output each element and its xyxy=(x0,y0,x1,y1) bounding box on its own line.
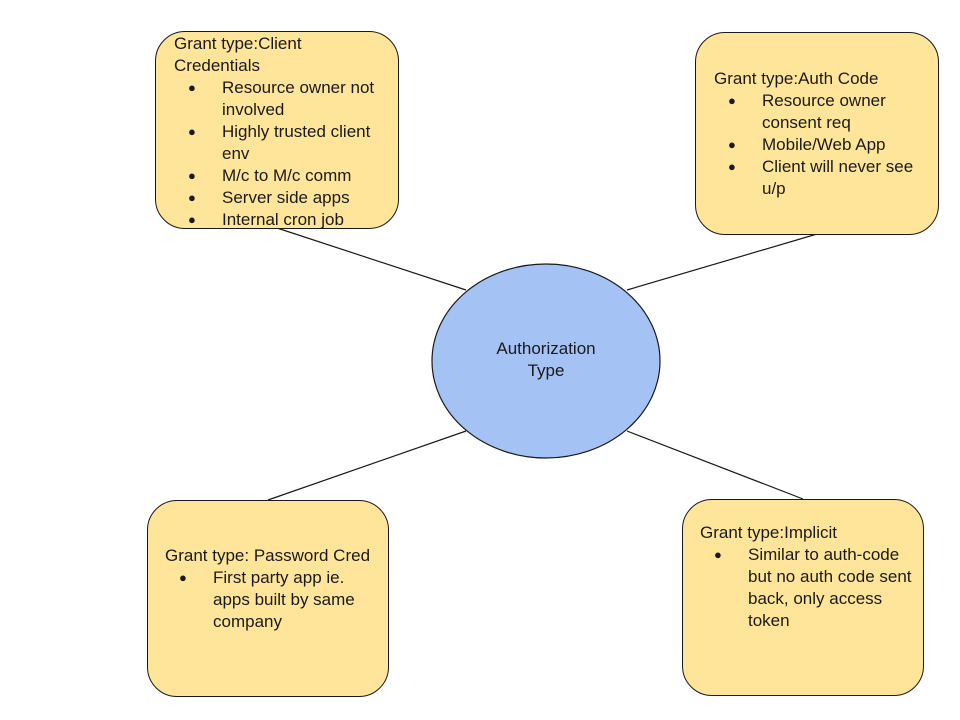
bullet-list: First party app ie. apps built by same c… xyxy=(165,567,378,633)
center-label-line-1: Authorization xyxy=(496,339,596,358)
grant-type-auth-code-box: Grant type:Auth Code Resource owner cons… xyxy=(695,32,939,235)
list-item: Internal cron job xyxy=(174,209,388,231)
list-item: Mobile/Web App xyxy=(714,134,928,156)
connector-line-client-credentials xyxy=(276,227,467,291)
connector-line-implicit xyxy=(626,430,804,500)
grant-type-title: Grant type:Implicit xyxy=(700,523,837,542)
center-label-line-2: Type xyxy=(527,361,565,380)
connector-line-auth-code xyxy=(626,233,818,291)
grant-type-title: Grant type:Auth Code xyxy=(714,69,879,88)
list-item: Resource owner not involved xyxy=(174,77,388,121)
list-item: Server side apps xyxy=(174,187,388,209)
list-item: Similar to auth-code but no auth code se… xyxy=(700,544,913,632)
list-item: M/c to M/c comm xyxy=(174,165,388,187)
bullet-list: Resource owner not involved Highly trust… xyxy=(174,77,388,231)
grant-type-title: Grant type: Password Cred xyxy=(165,546,371,565)
grant-type-implicit-box: Grant type:Implicit Similar to auth-code… xyxy=(682,499,924,696)
connector-line-password-cred xyxy=(267,430,467,501)
list-item: Highly trusted client env xyxy=(174,121,388,165)
list-item: Resource owner consent req xyxy=(714,90,928,134)
grant-type-title: Grant type:Client Credentials xyxy=(174,34,302,75)
list-item: First party app ie. apps built by same c… xyxy=(165,567,378,633)
bullet-list: Similar to auth-code but no auth code se… xyxy=(700,544,913,632)
grant-type-password-cred-box: Grant type: Password Cred First party ap… xyxy=(147,500,389,697)
list-item: Client will never see u/p xyxy=(714,156,928,200)
authorization-type-ellipse xyxy=(431,263,661,459)
grant-type-client-credentials-box: Grant type:Client Credentials Resource o… xyxy=(155,31,399,231)
center-label: Authorization Type xyxy=(432,338,660,382)
bullet-list: Resource owner consent req Mobile/Web Ap… xyxy=(714,90,928,200)
